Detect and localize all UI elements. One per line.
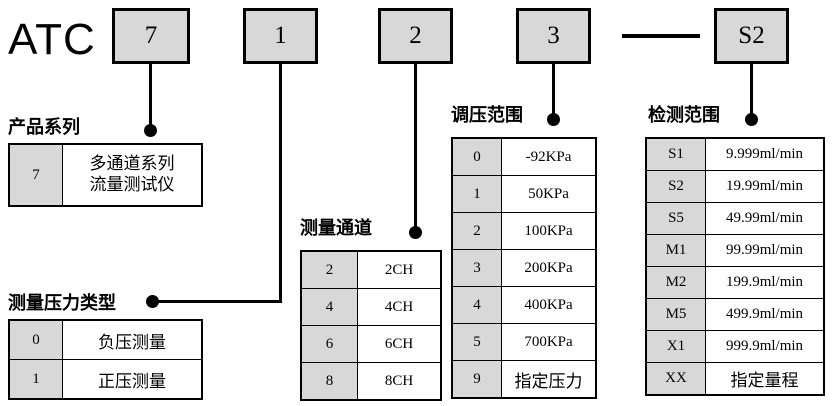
cell-code: 0 <box>451 137 502 176</box>
cell-value: 9.999ml/min <box>705 137 825 171</box>
cell-value: 19.99ml/min <box>705 170 825 203</box>
code-box-series[interactable]: 7 <box>112 8 190 64</box>
connector-line-pressure-type-vertical <box>279 64 282 303</box>
table-measure-channel: 2 2CH 4 4CH 6 6CH 8 8CH <box>300 250 442 401</box>
cell-code: M5 <box>645 298 706 331</box>
cell-value: 正压测量 <box>62 359 203 400</box>
cell-value: 999.9ml/min <box>705 330 825 363</box>
cell-code: 2 <box>300 250 358 289</box>
cell-code: 1 <box>8 359 63 400</box>
cell-value: 多通道系列 流量测试仪 <box>62 143 203 207</box>
cell-value: 99.99ml/min <box>705 234 825 267</box>
cell-code: 6 <box>300 325 358 363</box>
cell-code: M1 <box>645 234 706 267</box>
dash-separator-icon <box>622 34 700 38</box>
cell-code: XX <box>645 362 706 396</box>
code-box-pressure-range[interactable]: 3 <box>516 8 591 64</box>
table-row[interactable]: 2 100KPa <box>451 212 597 250</box>
table-row[interactable]: 0 -92KPa <box>451 137 597 176</box>
cell-value: 700KPa <box>501 323 597 361</box>
cell-value: 负压测量 <box>62 319 203 360</box>
table-row[interactable]: 2 2CH <box>300 250 442 289</box>
cell-value: 指定量程 <box>705 362 825 396</box>
table-row[interactable]: 1 正压测量 <box>8 359 203 400</box>
cell-value-line2: 流量测试仪 <box>89 175 175 195</box>
cell-code: 4 <box>451 286 502 324</box>
table-row[interactable]: S2 19.99ml/min <box>645 170 825 203</box>
cell-value: 4CH <box>357 288 442 326</box>
caption-measure-channel: 测量通道 <box>300 218 372 238</box>
table-row[interactable]: 4 4CH <box>300 288 442 326</box>
connector-dot-detection-range <box>745 113 758 126</box>
connector-line-pressure-range <box>552 64 555 120</box>
table-row[interactable]: 7 多通道系列 流量测试仪 <box>8 143 203 207</box>
table-row[interactable]: 3 200KPa <box>451 249 597 287</box>
connector-line-series <box>149 64 152 130</box>
table-row[interactable]: M2 199.9ml/min <box>645 266 825 299</box>
table-pressure-range: 0 -92KPa 1 50KPa 2 100KPa 3 200KPa 4 400… <box>451 137 597 399</box>
table-row[interactable]: S1 9.999ml/min <box>645 137 825 171</box>
cell-code: 8 <box>300 362 358 401</box>
cell-code: 0 <box>8 319 63 360</box>
table-detection-range: S1 9.999ml/min S2 19.99ml/min S5 49.99ml… <box>645 137 825 396</box>
connector-line-pressure-type-horizontal <box>150 300 282 303</box>
table-row[interactable]: M1 99.99ml/min <box>645 234 825 267</box>
cell-code: S1 <box>645 137 706 171</box>
cell-code: S5 <box>645 202 706 235</box>
connector-dot-channels <box>409 226 422 239</box>
table-product-series: 7 多通道系列 流量测试仪 <box>8 143 203 207</box>
table-row[interactable]: 8 8CH <box>300 362 442 401</box>
table-row[interactable]: 6 6CH <box>300 325 442 363</box>
cell-code: 9 <box>451 360 502 399</box>
table-row[interactable]: 0 负压测量 <box>8 319 203 360</box>
code-box-channels[interactable]: 2 <box>378 8 453 64</box>
connector-line-channels <box>414 64 417 232</box>
cell-code: X1 <box>645 330 706 363</box>
cell-value: 49.99ml/min <box>705 202 825 235</box>
table-pressure-type: 0 负压测量 1 正压测量 <box>8 319 203 400</box>
model-prefix-label: ATC <box>8 15 96 64</box>
code-box-pressure-type[interactable]: 1 <box>243 8 318 64</box>
cell-value: 199.9ml/min <box>705 266 825 299</box>
cell-code: 7 <box>8 143 63 207</box>
caption-pressure-type: 测量压力类型 <box>8 293 116 313</box>
cell-value: 499.9ml/min <box>705 298 825 331</box>
connector-dot-series <box>144 124 157 137</box>
cell-code: M2 <box>645 266 706 299</box>
cell-code: 3 <box>451 249 502 287</box>
cell-value: 100KPa <box>501 212 597 250</box>
cell-code: 2 <box>451 212 502 250</box>
cell-code: 4 <box>300 288 358 326</box>
cell-code: S2 <box>645 170 706 203</box>
caption-product-series: 产品系列 <box>8 117 80 137</box>
table-row[interactable]: S5 49.99ml/min <box>645 202 825 235</box>
cell-code: 5 <box>451 323 502 361</box>
table-row[interactable]: 5 700KPa <box>451 323 597 361</box>
table-row[interactable]: 4 400KPa <box>451 286 597 324</box>
connector-line-detection-range <box>750 64 753 120</box>
connector-dot-pressure-range <box>547 113 560 126</box>
table-row[interactable]: X1 999.9ml/min <box>645 330 825 363</box>
caption-detection-range: 检测范围 <box>648 105 720 125</box>
table-row[interactable]: 9 指定压力 <box>451 360 597 399</box>
cell-value: 指定压力 <box>501 360 597 399</box>
cell-value: -92KPa <box>501 137 597 176</box>
table-row[interactable]: 1 50KPa <box>451 175 597 213</box>
cell-code: 1 <box>451 175 502 213</box>
cell-value: 50KPa <box>501 175 597 213</box>
table-row[interactable]: XX 指定量程 <box>645 362 825 396</box>
code-box-detection-range[interactable]: S2 <box>714 8 789 64</box>
cell-value: 2CH <box>357 250 442 289</box>
cell-value: 400KPa <box>501 286 597 324</box>
table-row[interactable]: M5 499.9ml/min <box>645 298 825 331</box>
cell-value-line1: 多通道系列 <box>89 153 175 174</box>
connector-dot-pressure-type <box>146 295 159 308</box>
cell-value: 8CH <box>357 362 442 401</box>
cell-value: 200KPa <box>501 249 597 287</box>
cell-value: 6CH <box>357 325 442 363</box>
caption-pressure-range: 调压范围 <box>451 105 523 125</box>
